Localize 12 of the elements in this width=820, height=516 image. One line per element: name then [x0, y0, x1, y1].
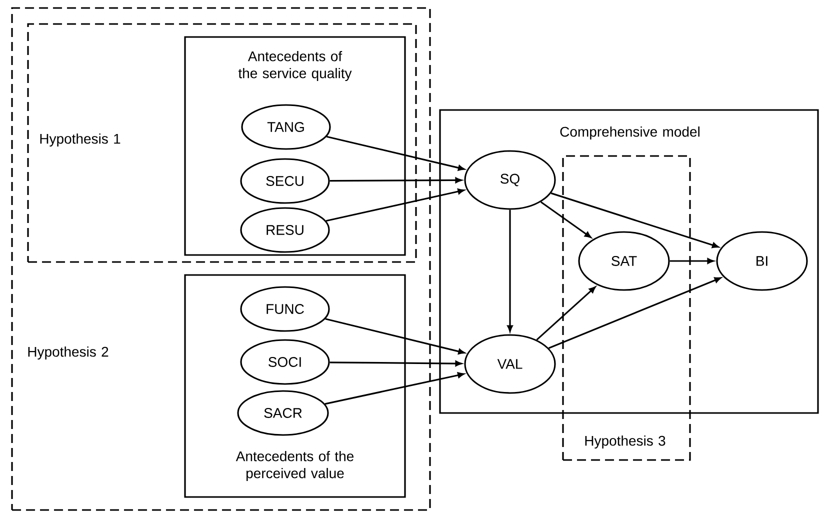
arrow: [325, 318, 465, 354]
arrow: [550, 192, 719, 248]
arrow: [536, 286, 596, 340]
arrow: [507, 210, 513, 332]
arrow: [548, 277, 722, 349]
arrow: [324, 372, 464, 405]
arrow: [330, 177, 462, 184]
arrow: [330, 360, 462, 366]
arrow: [326, 188, 464, 222]
arrow: [540, 201, 592, 238]
arrow: [326, 136, 465, 171]
arrow: [670, 258, 714, 264]
